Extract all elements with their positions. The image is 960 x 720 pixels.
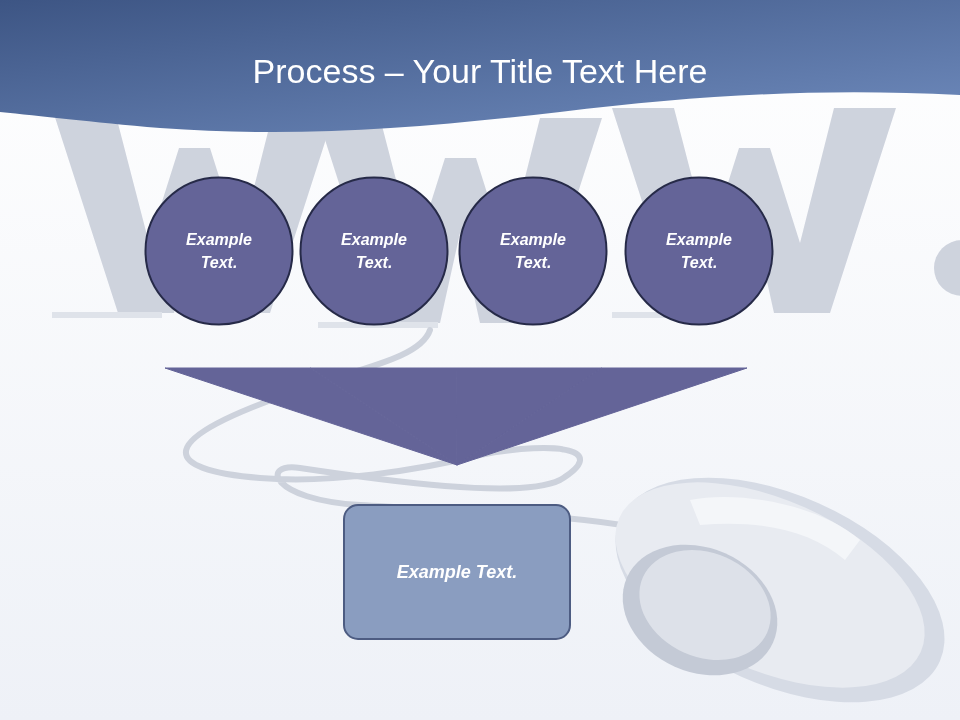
node-text: Example Text. xyxy=(397,559,517,585)
process-circle: Example Text. xyxy=(458,176,608,326)
merge-arrow xyxy=(165,368,457,465)
process-circle: Example Text. xyxy=(144,176,294,326)
shape-outline xyxy=(299,176,449,326)
merge-arrow xyxy=(311,368,458,465)
mouse-cable xyxy=(186,330,640,528)
process-circle: Example Text. xyxy=(624,176,774,326)
process-circle: Example Text. xyxy=(299,176,449,326)
mouse xyxy=(581,432,960,720)
header-band xyxy=(0,0,960,132)
shape-outline xyxy=(144,176,294,326)
merge-arrow xyxy=(457,368,747,465)
slide-title: Process – Your Title Text Here xyxy=(0,52,960,91)
node-text: Example Text. xyxy=(174,228,264,274)
result-box: Example Text. xyxy=(343,504,571,640)
node-text: Example Text. xyxy=(329,228,419,274)
node-text: Example Text. xyxy=(654,228,744,274)
shape-outline xyxy=(458,176,608,326)
node-text: Example Text. xyxy=(488,228,578,274)
shape-outline xyxy=(624,176,774,326)
